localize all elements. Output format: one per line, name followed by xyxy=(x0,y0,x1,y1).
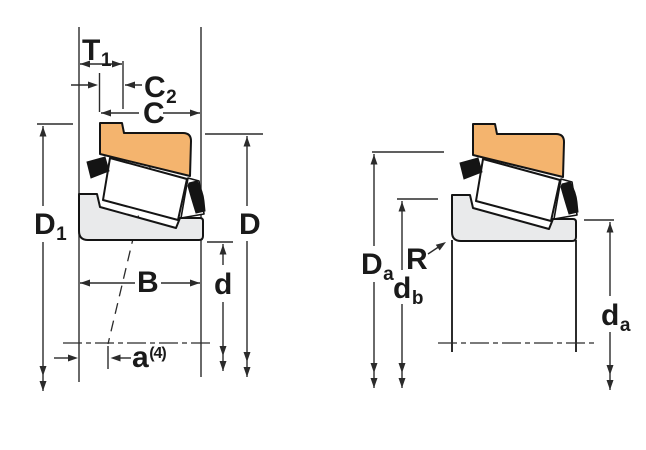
dim-label-Da: Da xyxy=(361,248,394,285)
dim-label-D1: D1 xyxy=(34,208,67,245)
roller-axis-dashed-line xyxy=(107,162,152,345)
dim-label-d: d xyxy=(214,268,232,301)
dim-label-C2: C2 xyxy=(144,71,177,108)
left-view-bearing xyxy=(78,122,206,241)
left-view-dimension-lines xyxy=(37,27,263,391)
dim-label-db: db xyxy=(393,272,423,309)
dim-label-C: C xyxy=(143,97,165,130)
dim-label-R: R xyxy=(406,243,428,276)
dim-label-a4: a(4) xyxy=(132,341,167,374)
right-view-bearing xyxy=(451,123,579,242)
dim-label-B: B xyxy=(137,266,159,299)
right-view-dimension-lines xyxy=(372,151,614,390)
dim-label-da: da xyxy=(601,299,630,336)
dim-label-D: D xyxy=(239,208,261,241)
dim-label-T1: T1 xyxy=(82,34,111,71)
